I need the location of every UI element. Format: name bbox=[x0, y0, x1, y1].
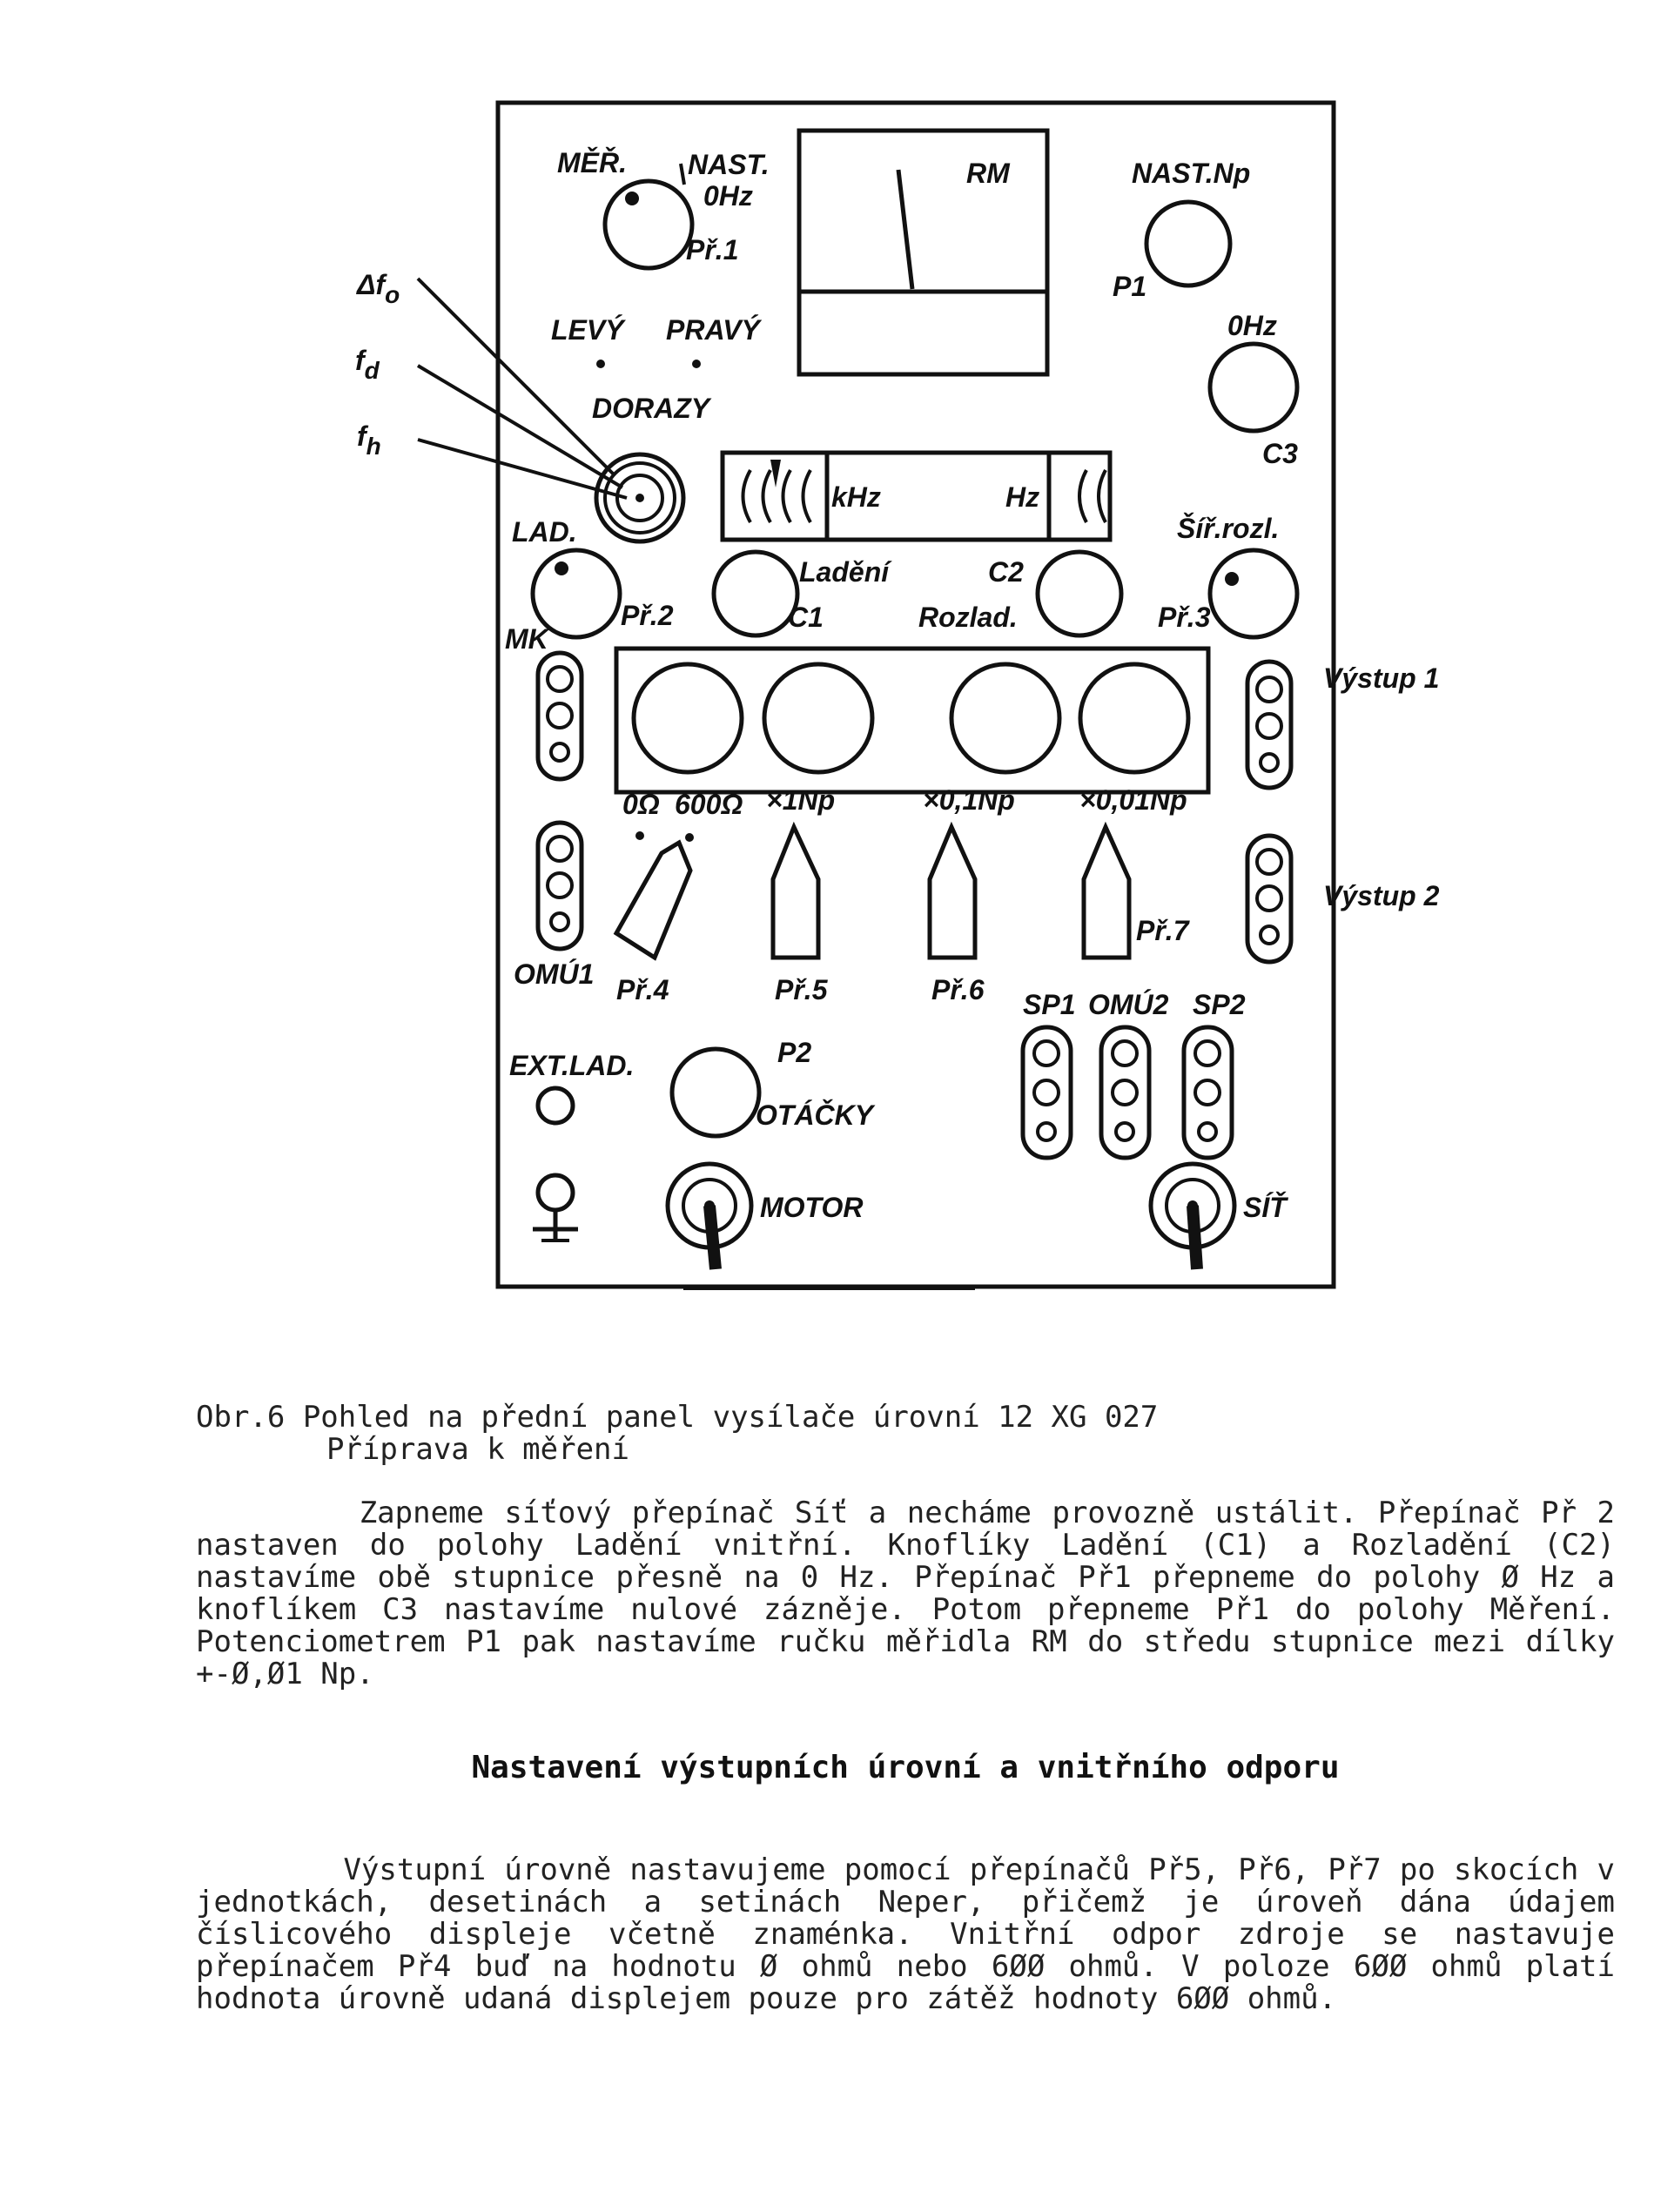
connector-sp1 bbox=[1020, 1025, 1073, 1160]
meter-rm bbox=[797, 128, 1050, 377]
label-vystup1: Výstup 1 bbox=[1323, 662, 1439, 694]
label-pr5: Př.5 bbox=[775, 974, 829, 1005]
label-delta-f0: Δfo bbox=[356, 269, 400, 308]
label-x01np: ×0,1Np bbox=[923, 784, 1015, 816]
label-0hz-small: 0Hz bbox=[703, 180, 753, 212]
paragraph-2-text: Výstupní úrovně nastavujeme pomocí přepí… bbox=[196, 1852, 1633, 2016]
label-sp1: SP1 bbox=[1023, 989, 1075, 1020]
ground-icon bbox=[533, 1173, 578, 1242]
label-mk: MK bbox=[505, 623, 551, 655]
front-panel-diagram: MĚŘ. NAST. 0Hz Př.1 RM NAST.Np P1 0Hz C3… bbox=[355, 100, 1440, 1290]
label-pravy: PRAVÝ bbox=[666, 314, 763, 346]
label-vystup2: Výstup 2 bbox=[1323, 880, 1440, 911]
knob-p2 bbox=[669, 1046, 762, 1139]
label-hz: Hz bbox=[1005, 481, 1039, 513]
label-x1np: ×1Np bbox=[766, 784, 835, 816]
label-p1: P1 bbox=[1113, 271, 1146, 302]
label-khz: kHz bbox=[831, 481, 881, 513]
switch-pr7 bbox=[1081, 821, 1132, 960]
knob-pr2 bbox=[530, 548, 622, 640]
label-sir-rozl: Šíř.rozl. bbox=[1177, 513, 1279, 544]
digital-display bbox=[614, 646, 1211, 795]
label-sp2: SP2 bbox=[1193, 989, 1246, 1020]
label-fh: fh bbox=[357, 420, 381, 460]
label-rozlad: Rozlad. bbox=[918, 602, 1018, 633]
label-omu1: OMÚ1 bbox=[514, 958, 594, 990]
switch-pr6 bbox=[927, 821, 978, 960]
label-pr3: Př.3 bbox=[1158, 602, 1211, 633]
label-fd: fd bbox=[355, 345, 380, 384]
connector-omu2 bbox=[1099, 1025, 1152, 1160]
label-c3: C3 bbox=[1262, 438, 1298, 469]
figure-caption: Obr.6 Pohled na přední panel vysílače úr… bbox=[196, 1402, 1615, 1466]
knob-dorazy bbox=[594, 452, 686, 544]
label-sit: SÍŤ bbox=[1243, 1192, 1288, 1223]
label-p2: P2 bbox=[777, 1037, 811, 1068]
knob-pr1-dot bbox=[625, 192, 639, 205]
caption-figure: Obr.6 Pohled na přední panel vysílače úr… bbox=[196, 1400, 1159, 1435]
section-heading: Nastavení výstupních úrovní a vnitřního … bbox=[471, 1750, 1340, 1785]
label-0ohm: 0Ω bbox=[622, 789, 660, 820]
connector-vystup2 bbox=[1245, 833, 1294, 965]
meter-needle bbox=[896, 169, 915, 290]
label-600ohm: 600Ω bbox=[675, 789, 743, 820]
label-ext-lad: EXT.LAD. bbox=[509, 1050, 634, 1081]
label-mer: MĚŘ. bbox=[557, 147, 627, 178]
frequency-scale bbox=[720, 450, 1113, 542]
label-omu2: OMÚ2 bbox=[1088, 989, 1169, 1020]
label-rm: RM bbox=[966, 158, 1011, 189]
knob-c3 bbox=[1207, 341, 1300, 434]
label-x001np: ×0,01Np bbox=[1079, 784, 1187, 816]
label-pr6: Př.6 bbox=[931, 974, 985, 1005]
label-c1: C1 bbox=[788, 602, 824, 633]
paragraph-preparation: Zapneme síťový přepínač Síť a necháme pr… bbox=[196, 1497, 1615, 1691]
label-nast-0hz: NAST. bbox=[688, 149, 770, 180]
label-pr1: Př.1 bbox=[686, 234, 738, 266]
knob-c1 bbox=[711, 549, 800, 638]
switch-pr5 bbox=[770, 821, 821, 960]
connector-sp2 bbox=[1181, 1025, 1234, 1160]
knob-c2 bbox=[1035, 549, 1124, 638]
label-ladeni: Ladění bbox=[799, 556, 892, 588]
label-lad: LAD. bbox=[512, 516, 577, 548]
connector-omu1 bbox=[535, 820, 584, 951]
label-pr2: Př.2 bbox=[621, 600, 674, 631]
switch-pr4 bbox=[613, 839, 693, 961]
knob-pr1 bbox=[602, 178, 695, 271]
label-otacky: OTÁČKY bbox=[756, 1099, 876, 1131]
knob-p1 bbox=[1144, 199, 1233, 288]
caption-section: Příprava k měření bbox=[326, 1432, 629, 1467]
label-0hz: 0Hz bbox=[1227, 310, 1277, 341]
paragraph-1-text: Zapneme síťový přepínač Síť a necháme pr… bbox=[196, 1496, 1633, 1691]
label-nast-np: NAST.Np bbox=[1132, 158, 1250, 189]
label-motor: MOTOR bbox=[760, 1192, 864, 1223]
label-pr4: Př.4 bbox=[616, 974, 669, 1005]
label-dorazy: DORAZY bbox=[592, 393, 712, 424]
connector-vystup1 bbox=[1245, 659, 1294, 790]
label-levy: LEVÝ bbox=[551, 314, 626, 346]
connector-mk bbox=[535, 650, 584, 782]
paragraph-output-levels: Výstupní úrovně nastavujeme pomocí přepí… bbox=[196, 1854, 1615, 2015]
label-c2: C2 bbox=[988, 556, 1024, 588]
knob-pr3 bbox=[1207, 548, 1300, 640]
label-pr7: Př.7 bbox=[1136, 915, 1191, 946]
socket-ext-lad bbox=[535, 1086, 575, 1126]
